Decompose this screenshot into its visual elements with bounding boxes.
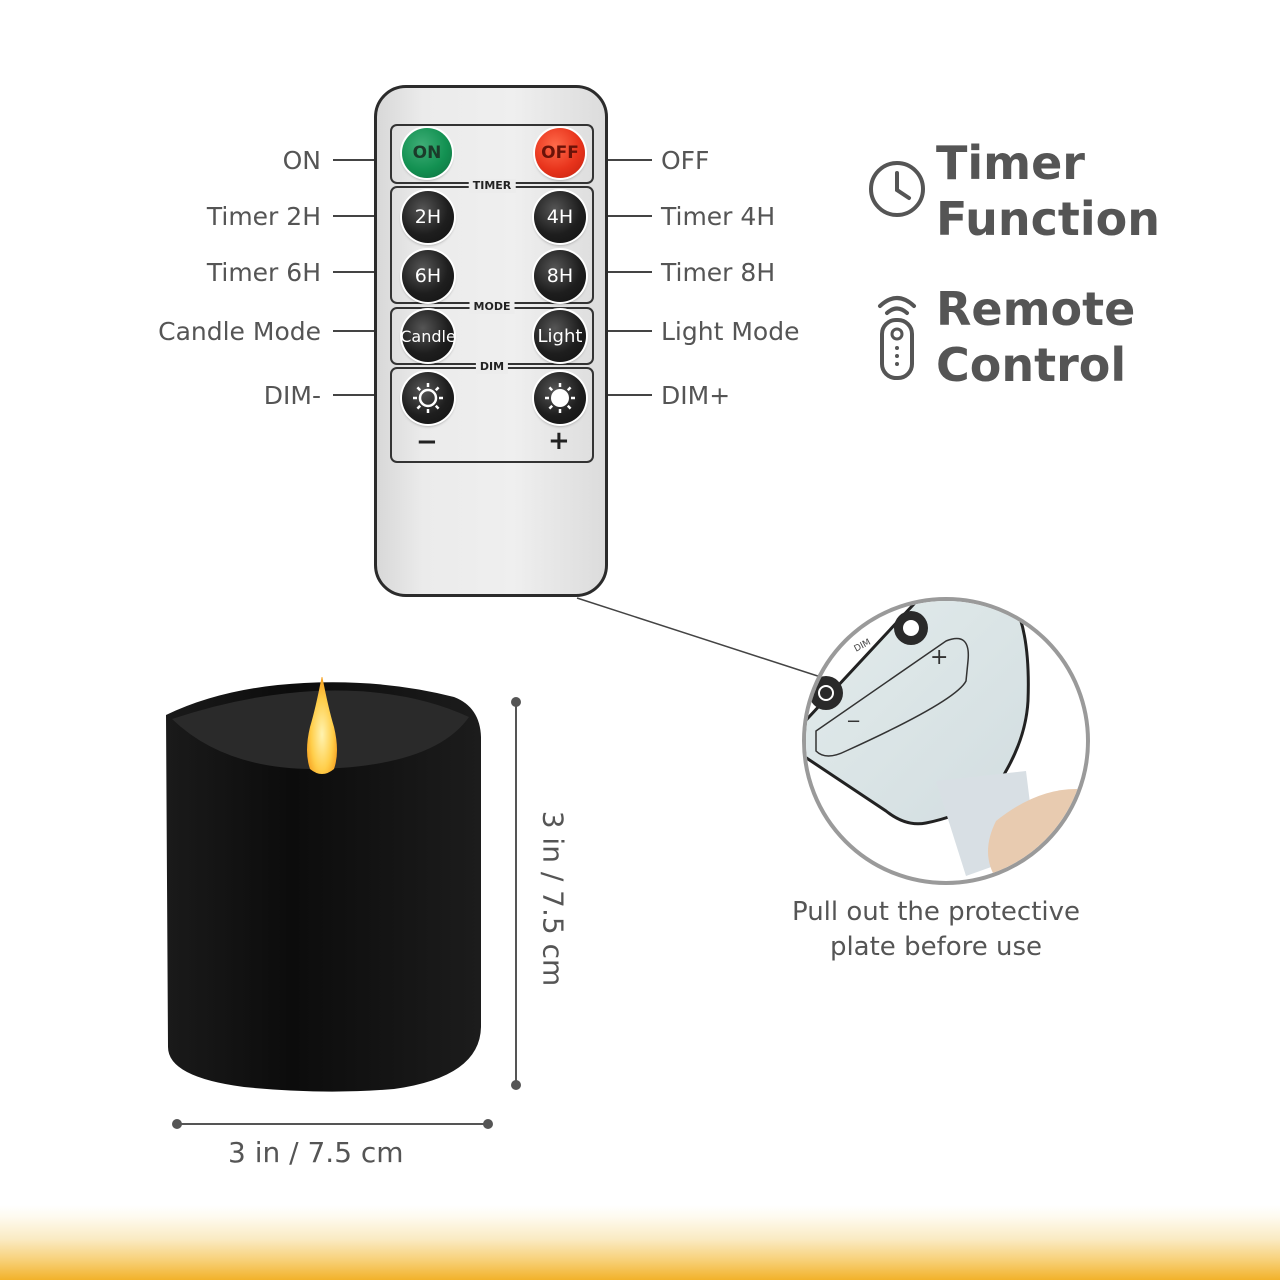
dim-group: DIM − (390, 360, 594, 463)
leader-line (608, 394, 652, 396)
dim-minus-sign: − (416, 427, 438, 457)
candle-mode-button[interactable]: Candle (400, 310, 456, 362)
remote-icon (878, 296, 916, 380)
off-button[interactable]: OFF (535, 128, 585, 178)
leader-line (333, 159, 375, 161)
mode-group: MODE Candle Light (390, 300, 594, 365)
sun-outline-icon (413, 383, 443, 413)
light-mode-button[interactable]: Light (534, 310, 586, 362)
timer-2h-button[interactable]: 2H (402, 191, 454, 243)
timer-4h-button[interactable]: 4H (534, 191, 586, 243)
feature-remote-control: Remote Control (936, 281, 1135, 393)
leader-line (608, 271, 652, 273)
callout-timer-4h: Timer 4H (661, 202, 776, 231)
leader-line (608, 159, 652, 161)
candle-image (166, 677, 481, 1092)
callout-light-mode: Light Mode (661, 317, 800, 346)
dim-minus-button[interactable] (402, 372, 454, 424)
feature-title-line1: Timer (936, 136, 1085, 190)
caption-line1: Pull out the protective (791, 897, 1080, 927)
power-group: ON OFF (390, 124, 594, 184)
leader-line (333, 215, 375, 217)
inset-caption: Pull out the protective plate before use (760, 895, 1112, 965)
bottom-gradient-bar (0, 1205, 1280, 1280)
timer-group: TIMER 2H 4H 6H 8H (390, 179, 594, 304)
timer-6h-button[interactable]: 6H (402, 250, 454, 302)
dimension-endpoint (483, 1119, 493, 1129)
remote-closeup-illustration (806, 601, 1086, 881)
feature-title-line2: Function (936, 192, 1161, 246)
protective-plate-inset: DIM − + (802, 597, 1090, 885)
leader-line (608, 330, 652, 332)
dim-plus-button[interactable] (534, 372, 586, 424)
feature-title-line1: Remote (936, 282, 1136, 336)
remote-control: ON OFF TIMER 2H 4H 6H 8H MODE Candle Lig… (374, 85, 608, 597)
callout-dim-minus: DIM- (263, 381, 321, 410)
callout-off: OFF (661, 146, 710, 175)
callout-on: ON (282, 146, 321, 175)
caption-line2: plate before use (829, 932, 1043, 962)
callout-timer-8h: Timer 8H (661, 258, 776, 287)
on-button[interactable]: ON (402, 128, 452, 178)
connector-line (576, 597, 831, 681)
clock-icon (869, 161, 925, 217)
callout-timer-2h: Timer 2H (206, 202, 321, 231)
feature-title-line2: Control (936, 338, 1127, 392)
dim-group-title: DIM (475, 360, 509, 374)
height-dimension-line (515, 702, 517, 1084)
width-dimension-line (177, 1123, 488, 1125)
width-dimension-label: 3 in / 7.5 cm (228, 1136, 404, 1169)
dimension-endpoint (511, 1080, 521, 1090)
inset-minus-sign: − (846, 711, 862, 732)
timer-8h-button[interactable]: 8H (534, 250, 586, 302)
mode-group-title: MODE (469, 300, 515, 314)
callout-timer-6h: Timer 6H (206, 258, 321, 287)
feature-timer-function: Timer Function (936, 135, 1160, 247)
sun-filled-icon (545, 383, 575, 413)
callout-candle-mode: Candle Mode (158, 317, 321, 346)
dim-plus-sign: + (548, 426, 570, 456)
height-dimension-label: 3 in / 7.5 cm (536, 810, 570, 987)
inset-plus-sign: + (930, 645, 949, 670)
leader-line (333, 330, 375, 332)
timer-group-title: TIMER (468, 179, 516, 193)
leader-line (608, 215, 652, 217)
leader-line (333, 271, 375, 273)
leader-line (333, 394, 375, 396)
callout-dim-plus: DIM+ (661, 381, 731, 410)
